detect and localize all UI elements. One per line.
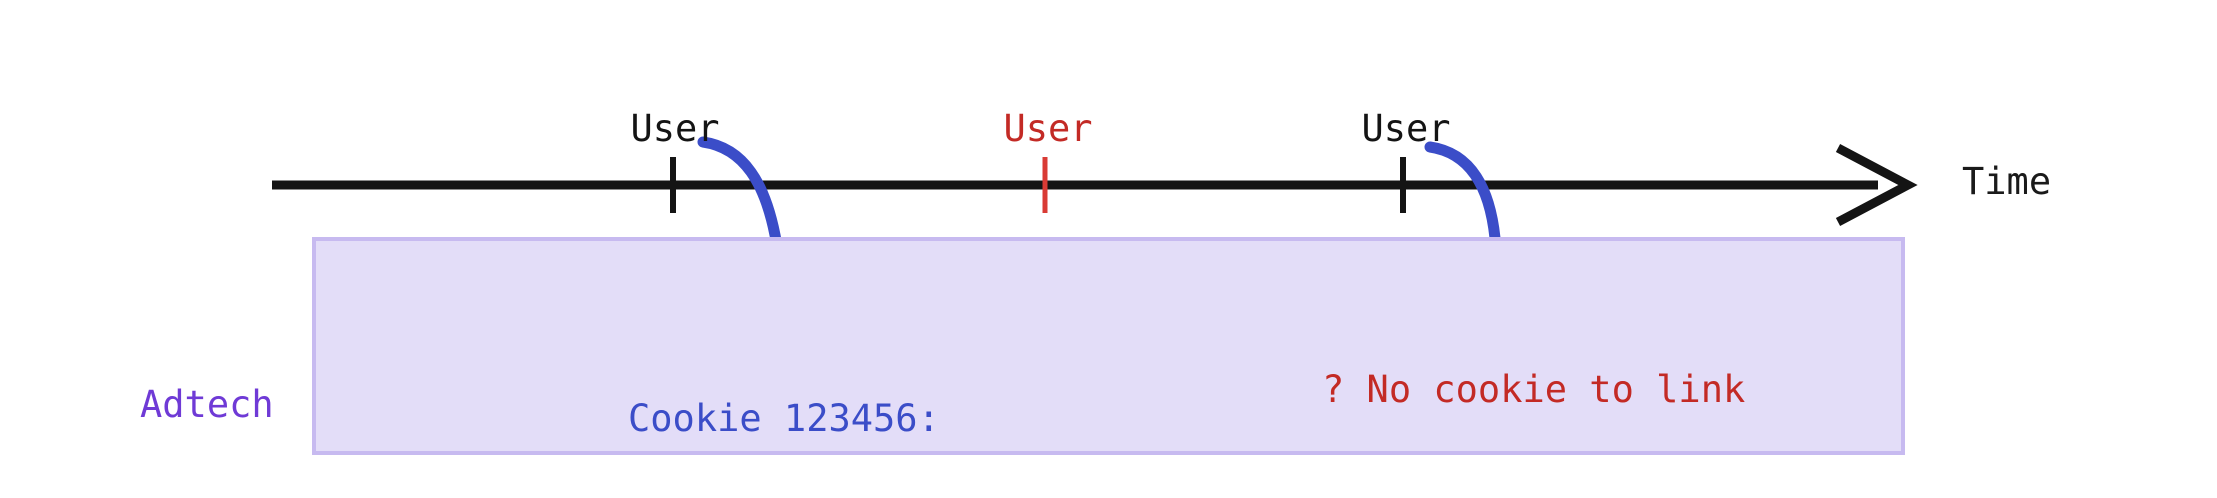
adtech-server-box [312,237,1905,455]
event-label-click-line1: User [630,106,720,150]
time-axis-label: Time [1962,160,2052,203]
adtech-server-label-line1: Adtech [140,383,274,427]
event-label-convert-line1: User [1361,106,1451,150]
adtech-server-label: Adtech server [140,296,300,498]
time-arrowhead-icon [1835,144,1918,226]
no-conversion-note-line1: ? No cookie to link [1322,368,1746,412]
cookie-log-note-line1: Cookie 123456: [628,397,940,441]
event-label-clear-data-line1: User [1003,106,1093,150]
cookie-log-note: Cookie 123456: Ad clicked [628,306,940,498]
no-conversion-note: ? No cookie to link this conversion to ⇒… [1322,277,1745,498]
